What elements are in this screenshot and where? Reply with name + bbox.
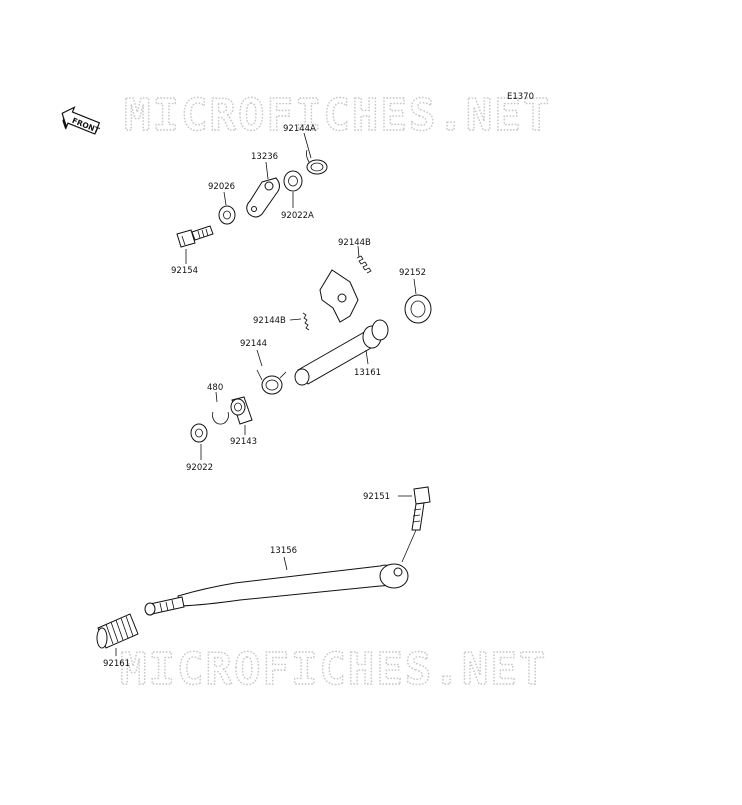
- callout-92152: 92152: [399, 268, 426, 278]
- callout-92144B-top: 92144B: [338, 238, 371, 248]
- callout-13236: 13236: [251, 152, 278, 162]
- callout-92161: 92161: [103, 659, 130, 669]
- callout-92144A: 92144A: [283, 124, 316, 134]
- rubber-92161: [96, 613, 139, 649]
- callout-92022A: 92022A: [281, 211, 314, 221]
- shift-pedal-13156: [144, 563, 409, 616]
- diagram-code: E1370: [507, 92, 534, 102]
- callout-92026: 92026: [208, 182, 235, 192]
- spring-92144B-mid: [302, 312, 310, 331]
- washer-92022A: [283, 170, 303, 192]
- callout-13161: 13161: [354, 368, 381, 378]
- callout-92022: 92022: [186, 463, 213, 473]
- front-arrow-icon: FRONT: [61, 106, 102, 135]
- washer-92022: [190, 423, 208, 443]
- watermark-bottom: MICROFICHES.NET: [120, 644, 547, 695]
- circlip-480: [212, 411, 229, 425]
- bolt-92151: [401, 486, 431, 563]
- callout-480: 480: [207, 383, 223, 393]
- bolt-92154: [176, 225, 214, 248]
- callout-92143: 92143: [230, 437, 257, 447]
- spring-92144A: [305, 149, 328, 175]
- callout-92151: 92151: [363, 492, 390, 502]
- callout-13156: 13156: [270, 546, 297, 556]
- shift-shaft-13161: [294, 269, 389, 386]
- callout-92144B-mid: 92144B: [253, 316, 286, 326]
- watermark-top: MICROFICHES.NET: [124, 90, 551, 141]
- oil-seal-92152: [404, 294, 432, 324]
- callout-92144: 92144: [240, 339, 267, 349]
- spring-92144B-top: [356, 255, 372, 274]
- collar-92026: [218, 205, 236, 225]
- collar-92143: [230, 396, 253, 425]
- spring-92144: [256, 369, 287, 395]
- lever-13236: [246, 177, 280, 218]
- callout-92154: 92154: [171, 266, 198, 276]
